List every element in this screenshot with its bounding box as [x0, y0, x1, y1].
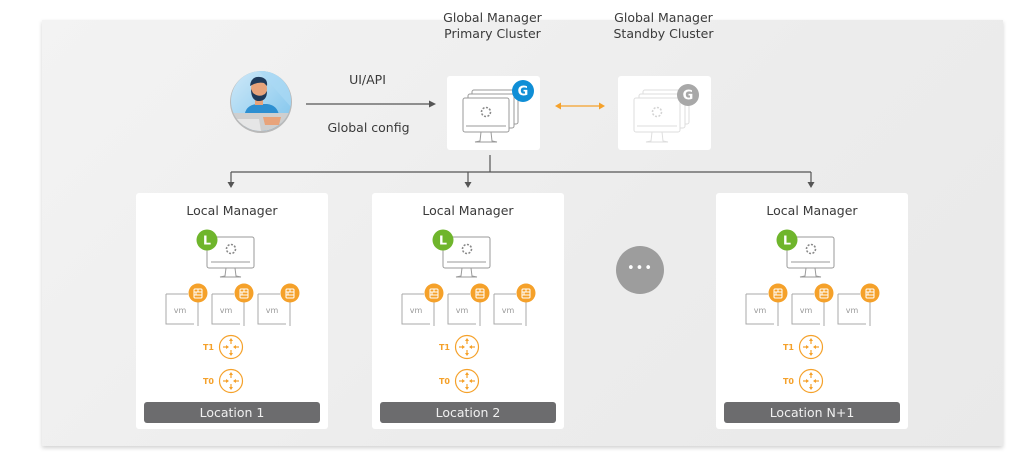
gm-primary-badge-letter: G	[518, 85, 529, 100]
vm-icon: vm	[401, 283, 444, 326]
vm-icon: vm	[211, 283, 254, 326]
router-icon-t0: T0	[203, 368, 244, 394]
gm-standby-monitor-stack-icon	[633, 89, 690, 143]
tier-label: T1	[439, 343, 450, 352]
vm-icon: vm	[447, 283, 490, 326]
vm-label: vm	[220, 306, 233, 315]
vm-label: vm	[800, 306, 813, 315]
ui-api-label: UI/API	[349, 72, 386, 87]
local-badge-letter: L	[203, 233, 211, 248]
firewall-icon	[239, 288, 249, 299]
vm-icon: vm	[837, 283, 880, 326]
vm-firewall-badge	[470, 283, 490, 303]
ui-api-arrow	[306, 100, 436, 108]
vm-label: vm	[456, 306, 469, 315]
firewall-icon	[475, 288, 485, 299]
gm-primary-title-line2: Primary Cluster	[444, 26, 541, 41]
vm-firewall-badge	[234, 283, 254, 303]
vm-label: vm	[846, 306, 859, 315]
vm-firewall-badge	[280, 283, 300, 303]
sync-bidirectional-arrow	[555, 102, 605, 110]
local-manager-monitor-icon	[442, 236, 491, 278]
vm-firewall-badge	[768, 283, 788, 303]
arrow-to-location-2	[464, 182, 472, 188]
tier-label: T1	[783, 343, 794, 352]
gm-standby-title-line1: Global Manager	[614, 10, 713, 25]
global-config-label: Global config	[327, 120, 410, 135]
vm-group: vm vm vm	[401, 283, 536, 326]
firewall-icon	[773, 288, 783, 299]
vm-label: vm	[754, 306, 767, 315]
arrow-to-location-n1	[807, 182, 815, 188]
local-manager-badge: L	[196, 229, 218, 251]
local-badge-letter: L	[783, 233, 791, 248]
local-manager-title: Local Manager	[186, 203, 278, 218]
tier-label: T1	[203, 343, 214, 352]
user-avatar-icon	[230, 71, 292, 133]
vm-firewall-badge	[424, 283, 444, 303]
firewall-icon	[429, 288, 439, 299]
vm-firewall-badge	[188, 283, 208, 303]
vm-icon: vm	[745, 283, 788, 326]
vm-icon: vm	[493, 283, 536, 326]
location-name-bar: Location 2	[380, 402, 556, 423]
router-icon-t1: T1	[783, 334, 824, 360]
firewall-icon	[285, 288, 295, 299]
tier-label: T0	[783, 377, 794, 386]
vm-label: vm	[266, 306, 279, 315]
vm-icon: vm	[165, 283, 208, 326]
tier-label: T0	[439, 377, 450, 386]
gm-standby-badge: G	[677, 84, 699, 106]
firewall-icon	[819, 288, 829, 299]
vm-group: vm vm vm	[165, 283, 300, 326]
gm-primary-title-line1: Global Manager	[443, 10, 542, 25]
more-locations-ellipsis: •••	[616, 246, 664, 294]
local-manager-badge: L	[432, 229, 454, 251]
arrow-to-location-1	[227, 182, 235, 188]
gm-standby-title-line2: Standby Cluster	[613, 26, 714, 41]
vm-group: vm vm vm	[745, 283, 880, 326]
vm-firewall-badge	[860, 283, 880, 303]
local-manager-badge: L	[776, 229, 798, 251]
tier-label: T0	[203, 377, 214, 386]
gm-standby-badge-letter: G	[683, 89, 694, 104]
local-manager-monitor-icon	[206, 236, 255, 278]
firewall-icon	[865, 288, 875, 299]
local-manager-title: Local Manager	[422, 203, 514, 218]
vm-firewall-badge	[516, 283, 536, 303]
firewall-icon	[193, 288, 203, 299]
distribution-connector	[227, 155, 815, 188]
router-icon-t1: T1	[439, 334, 480, 360]
router-icon-t0: T0	[439, 368, 480, 394]
firewall-icon	[521, 288, 531, 299]
vm-firewall-badge	[814, 283, 834, 303]
gm-primary-monitor-stack-icon	[462, 89, 519, 143]
vm-label: vm	[174, 306, 187, 315]
router-icon-t0: T0	[783, 368, 824, 394]
vm-label: vm	[410, 306, 423, 315]
gm-primary-badge: G	[512, 80, 534, 102]
location-name-bar: Location 1	[144, 402, 320, 423]
vm-icon: vm	[257, 283, 300, 326]
router-icon-t1: T1	[203, 334, 244, 360]
vm-icon: vm	[791, 283, 834, 326]
vm-label: vm	[502, 306, 515, 315]
location-name-bar: Location N+1	[724, 402, 900, 423]
local-badge-letter: L	[439, 233, 447, 248]
local-manager-monitor-icon	[786, 236, 835, 278]
local-manager-title: Local Manager	[766, 203, 858, 218]
